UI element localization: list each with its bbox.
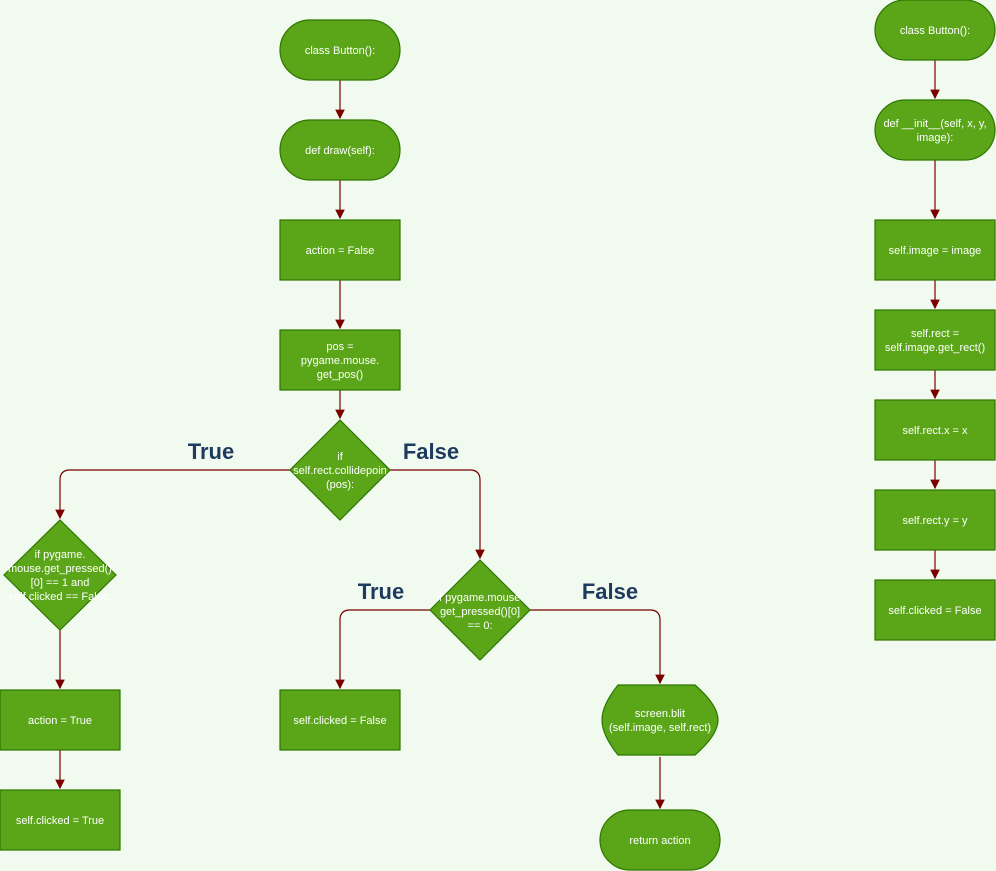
edges xyxy=(55,60,940,810)
decision-collide-line-3: (pos): xyxy=(326,479,354,491)
decision-pressed: if pygame. mouse.get_pressed() [0] == 1 … xyxy=(3,519,117,631)
node-return-label: return action xyxy=(629,835,690,847)
node-blit: screen.blit (self.image, self.rect) xyxy=(601,684,719,756)
edge-released-true xyxy=(335,609,430,690)
node-action-false: action = False xyxy=(279,219,401,281)
r-node-rect: self.rect = self.image.get_rect() xyxy=(874,309,996,371)
r-node-x-label: self.rect.x = x xyxy=(902,425,968,437)
node-action-true-label: action = True xyxy=(28,715,92,727)
node-pos-line-3: get_pos() xyxy=(317,369,363,381)
r-node-start-label: class Button(): xyxy=(900,25,970,37)
r-node-x: self.rect.x = x xyxy=(874,399,996,461)
r-node-rect-line-1: self.rect = xyxy=(911,328,959,340)
node-start: class Button(): xyxy=(279,19,401,81)
label-collide-false: False xyxy=(403,439,459,464)
node-blit-line-2: (self.image, self.rect) xyxy=(609,722,711,734)
label-released-true: True xyxy=(358,579,404,604)
node-clicked-true-label: self.clicked = True xyxy=(16,815,104,827)
decision-released-line-2: get_pressed()[0] xyxy=(440,606,520,618)
decision-pressed-line-1: if pygame. xyxy=(35,549,86,561)
node-pos: pos = pygame.mouse. get_pos() xyxy=(279,329,401,391)
decision-collide-line-2: self.rect.collidepoin xyxy=(293,465,387,477)
edge-collide-false xyxy=(390,469,485,560)
node-draw: def draw(self): xyxy=(279,119,401,181)
decision-pressed-line-3: [0] == 1 and xyxy=(31,577,90,589)
label-released-false: False xyxy=(582,579,638,604)
r-node-y: self.rect.y = y xyxy=(874,489,996,551)
node-clicked-false: self.clicked = False xyxy=(279,689,401,751)
edge-collide-true xyxy=(55,469,290,520)
r-node-image-label: self.image = image xyxy=(889,245,982,257)
node-pos-line-2: pygame.mouse. xyxy=(301,355,379,367)
r-node-image: self.image = image xyxy=(874,219,996,281)
r-node-y-label: self.rect.y = y xyxy=(902,515,968,527)
node-clicked-false-label: self.clicked = False xyxy=(293,715,386,727)
decision-collide: if self.rect.collidepoin (pos): xyxy=(289,419,391,521)
node-pos-line-1: pos = xyxy=(326,341,353,353)
r-node-start: class Button(): xyxy=(874,0,996,61)
r-node-clicked-label: self.clicked = False xyxy=(888,605,981,617)
node-draw-label: def draw(self): xyxy=(305,145,375,157)
decision-pressed-line-4: self.clicked == False: xyxy=(9,591,112,603)
decision-collide-line-1: if xyxy=(337,451,343,463)
decision-released-line-1: if pygame.mouse. xyxy=(437,592,524,604)
node-start-label: class Button(): xyxy=(305,45,375,57)
node-return: return action xyxy=(599,809,721,871)
r-node-clicked: self.clicked = False xyxy=(874,579,996,641)
r-node-init: def __init__(self, x, y, image): xyxy=(874,99,996,161)
r-node-rect-line-2: self.image.get_rect() xyxy=(885,342,985,354)
label-collide-true: True xyxy=(188,439,234,464)
decision-released: if pygame.mouse. get_pressed()[0] == 0: xyxy=(429,559,531,661)
decision-pressed-line-2: mouse.get_pressed() xyxy=(8,563,112,575)
node-clicked-true: self.clicked = True xyxy=(0,789,121,851)
edge-released-false xyxy=(530,609,665,685)
r-node-init-line-2: image): xyxy=(917,132,954,144)
r-node-init-line-1: def __init__(self, x, y, xyxy=(883,118,986,130)
node-action-false-label: action = False xyxy=(306,245,375,257)
node-action-true: action = True xyxy=(0,689,121,751)
node-blit-line-1: screen.blit xyxy=(635,708,685,720)
decision-released-line-3: == 0: xyxy=(467,620,492,632)
